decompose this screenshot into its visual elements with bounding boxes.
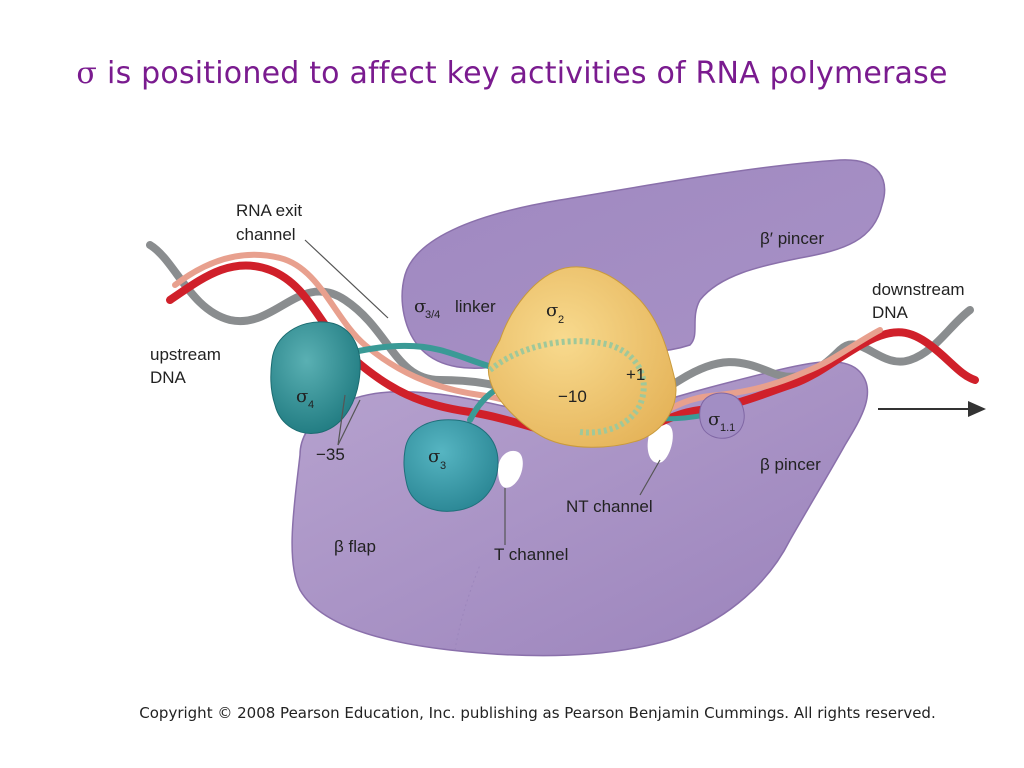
minus10-label: −10	[558, 387, 587, 406]
beta-flap-label: β flap	[334, 537, 376, 556]
title-text: is positioned to affect key activities o…	[107, 56, 948, 91]
sigma-34-subscript: 3/4	[425, 309, 440, 321]
plus1-label: +1	[626, 365, 645, 384]
minus35-label: −35	[316, 445, 345, 464]
sigma-11-subscript: 1.1	[720, 422, 735, 434]
beta-pincer-label: β pincer	[760, 455, 821, 474]
sigma-11-symbol: σ	[708, 409, 720, 430]
minus35-pointer-b	[337, 399, 361, 446]
sigma-2-symbol: σ	[546, 300, 558, 321]
rna-exit-label-line1: RNA exit	[236, 201, 302, 220]
sigma-3-domain	[403, 419, 499, 512]
beta-body-shade	[454, 564, 481, 651]
minus35-pointer-a	[337, 394, 346, 446]
copyright-notice: Copyright © 2008 Pearson Education, Inc.…	[139, 704, 936, 722]
nt-channel-notch	[647, 423, 673, 463]
sigma-4-domain	[270, 321, 361, 434]
sigma-34-linker-label: σ 3/4 linker	[414, 296, 496, 321]
beta-prime-pincer-label: β′ pincer	[760, 229, 824, 248]
title-sigma-symbol: σ	[76, 56, 98, 91]
sigma-2-label: σ 2	[546, 300, 564, 326]
sigma-3-label: σ 3	[428, 446, 446, 472]
upstream-dna-label-line2: DNA	[150, 368, 187, 387]
rna-exit-pointer	[304, 239, 389, 319]
downstream-dna-label-line1: downstream	[872, 280, 965, 299]
nt-channel-label: NT channel	[566, 497, 653, 516]
sigma-34-linker-word: linker	[455, 297, 496, 316]
sigma-2-subscript: 2	[558, 314, 564, 326]
rna-exit-label-line2: channel	[236, 225, 296, 244]
t-channel-notch	[498, 450, 523, 488]
sigma-3-subscript: 3	[440, 460, 446, 472]
sigma-34-symbol: σ	[414, 296, 426, 317]
pointer-lines	[304, 239, 661, 545]
sigma-2-domain	[487, 266, 677, 448]
upstream-dna-label-line1: upstream	[150, 345, 221, 364]
nt-channel-pointer	[639, 459, 661, 496]
sigma-11-label: σ 1.1	[708, 409, 735, 434]
slide-title: σ is positioned to affect key activities …	[0, 56, 1024, 91]
sigma-11-domain	[699, 392, 745, 439]
downstream-dna-label-line2: DNA	[872, 303, 909, 322]
sigma-3-symbol: σ	[428, 446, 440, 467]
sigma-4-label: σ 4	[296, 386, 314, 411]
sigma-4-symbol: σ	[296, 386, 308, 407]
t-channel-label: T channel	[494, 545, 568, 564]
sigma-4-subscript: 4	[308, 399, 314, 411]
